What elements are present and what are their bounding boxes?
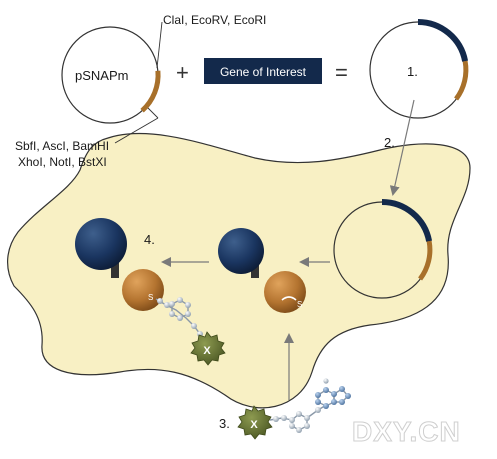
free-linker-atoms <box>273 378 351 433</box>
snap-tag-s-label: S <box>297 300 302 309</box>
bottom-sites-leader-b <box>114 117 159 144</box>
bottom-sites-leader-a <box>147 107 159 119</box>
attached-fluorophore-label: X <box>203 345 211 357</box>
bottom-restriction-sites-line2: XhoI, NotI, BstXI <box>18 155 107 169</box>
equals-operator: = <box>335 60 348 85</box>
free-fluorophore-label: X <box>250 419 258 431</box>
recombinant-snap-segment <box>454 60 469 101</box>
snap-tag-pocket <box>281 296 297 301</box>
plasmid-name: pSNAPm <box>75 68 128 83</box>
labeled-snap-tag <box>122 269 164 311</box>
fusion-protein-unlabeled: S <box>218 228 306 313</box>
fusion-protein-labeled: S X <box>75 218 226 366</box>
watermark: DXY.CN <box>352 416 461 447</box>
top-sites-leader <box>156 21 163 69</box>
recombinant-gene-segment <box>417 19 469 62</box>
arrow-step-2 <box>389 99 415 196</box>
step-1-label: 1. <box>407 64 418 79</box>
labeled-protein-of-interest <box>75 218 127 270</box>
psnapm-insert-site <box>140 70 161 113</box>
snap-tag <box>264 271 306 313</box>
bottom-restriction-sites-line1: SbfI, AscI, BamHI <box>15 139 109 153</box>
attached-linker-atoms <box>157 297 203 337</box>
gene-of-interest-box <box>204 58 322 84</box>
attached-fluorophore <box>190 331 226 366</box>
top-restriction-sites: ClaI, EcoRV, EcoRI <box>163 13 266 27</box>
gene-of-interest-label: Gene of Interest <box>220 65 307 79</box>
step-4-label: 4. <box>144 232 155 247</box>
free-substrate: X <box>237 378 351 440</box>
protein-of-interest <box>218 228 264 274</box>
step-2-label: 2. <box>384 135 395 150</box>
intracellular-snap-segment <box>418 240 433 281</box>
free-fluorophore <box>237 405 273 440</box>
intracellular-gene-segment <box>381 199 433 242</box>
labeled-s-label: S <box>148 293 153 302</box>
step-3-label: 3. <box>219 416 230 431</box>
plus-operator: + <box>176 60 189 85</box>
